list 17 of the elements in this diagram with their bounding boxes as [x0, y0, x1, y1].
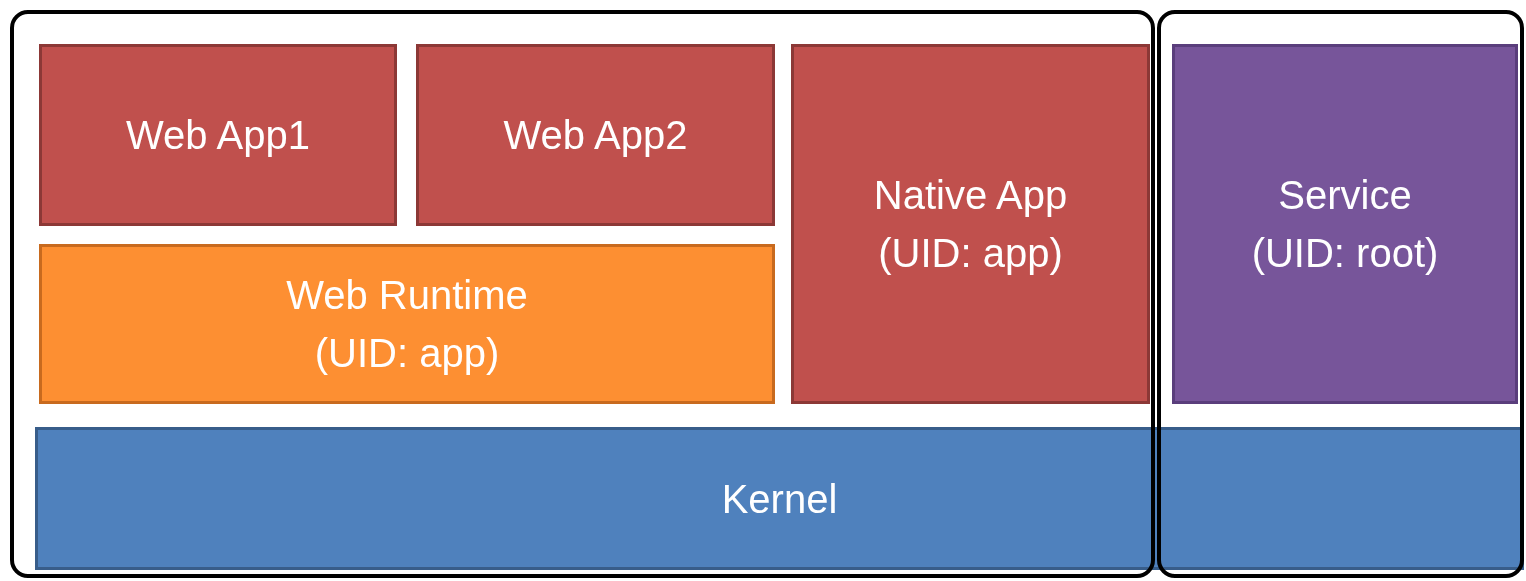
box-label: Native App [873, 172, 1068, 219]
service-box [1172, 44, 1518, 404]
runtime-box [39, 244, 775, 404]
kernel-bar [35, 427, 1524, 570]
box-label: Web Runtime [286, 272, 528, 319]
app-box [416, 44, 775, 226]
box-label: Web App2 [503, 112, 688, 159]
group-frame [1157, 10, 1524, 578]
box-label: Kernel [721, 475, 838, 523]
app-box [791, 44, 1150, 404]
box-label: Service [1278, 172, 1412, 219]
box-label: (UID: root) [1251, 230, 1439, 277]
box-label: Web App1 [126, 112, 310, 159]
box-label: (UID: app) [314, 330, 500, 377]
box-label: (UID: app) [878, 230, 1063, 277]
group-frame [10, 10, 1155, 578]
app-box [39, 44, 397, 226]
